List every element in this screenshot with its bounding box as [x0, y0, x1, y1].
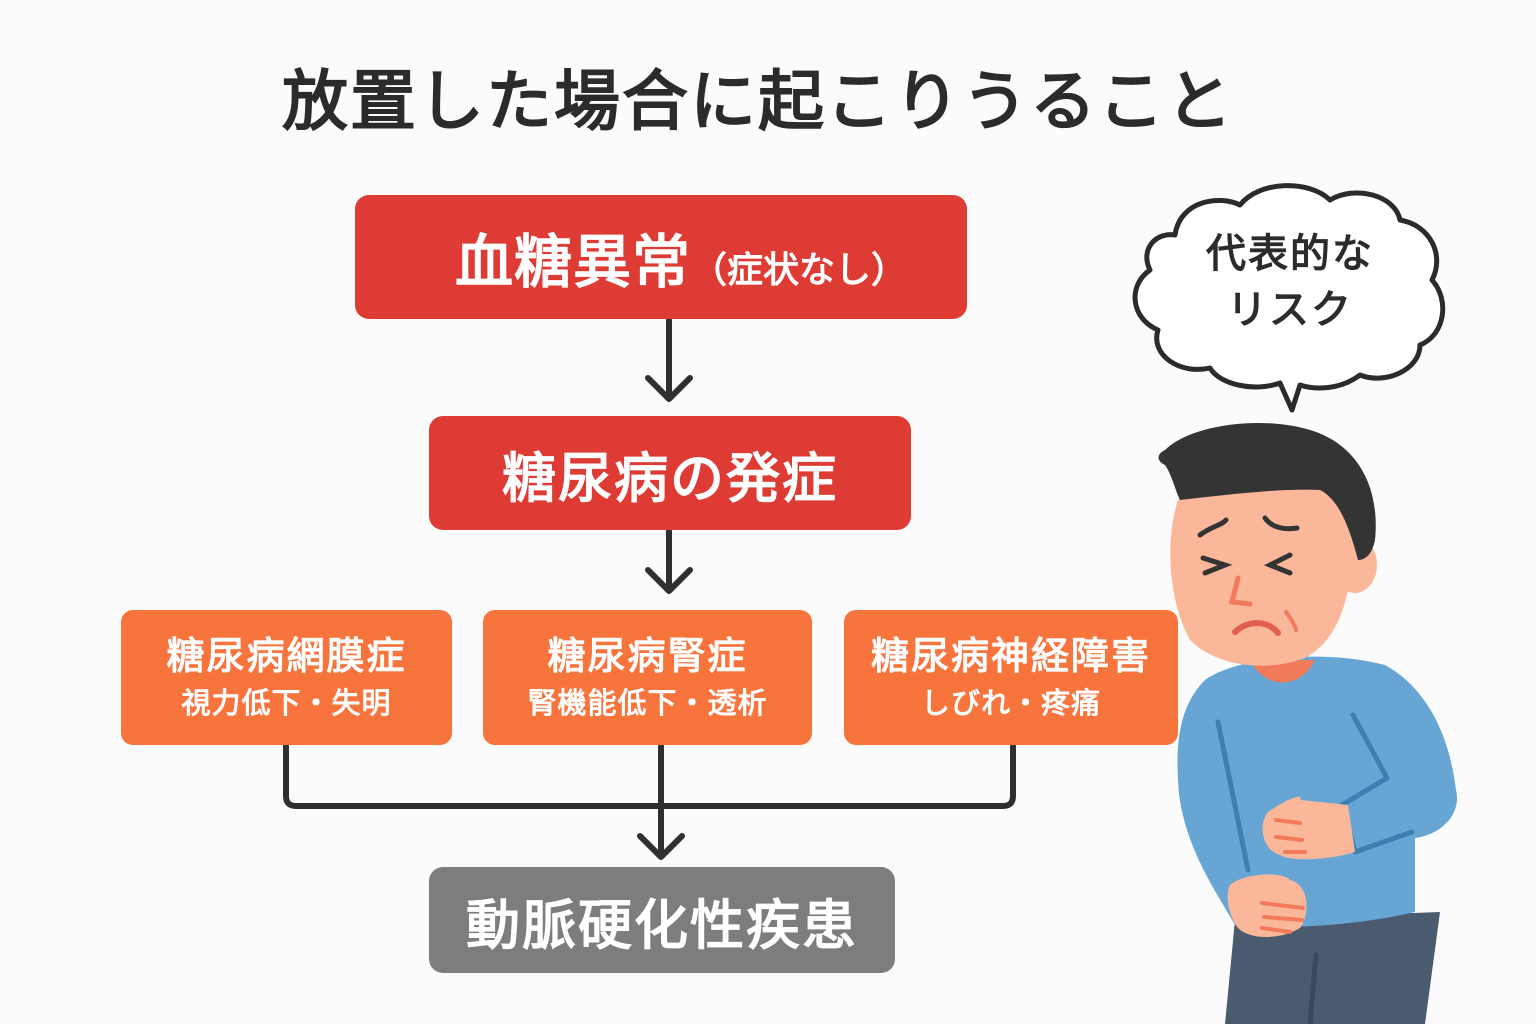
merge-connector [283, 743, 1016, 809]
diabetes-onset-box: 糖尿病の発症 [429, 416, 911, 530]
nose [1228, 575, 1253, 607]
face [1170, 481, 1352, 666]
outcome-label: 動脈硬化性疾患 [466, 893, 858, 957]
blood-sugar-abnormality-box: 血糖異常 （症状なし） [355, 195, 967, 319]
step1-sublabel: （症状なし） [691, 250, 908, 291]
speech-bubble-text: 代表的な リスク [1160, 226, 1420, 338]
man-in-pain-illustration [1158, 422, 1457, 1024]
eyebrow-right [1262, 515, 1300, 532]
atherosclerotic-disease-box: 動脈硬化性疾患 [429, 867, 895, 973]
eye-left-closed [1200, 555, 1233, 576]
page-title: 放置した場合に起こりうること [282, 63, 1234, 140]
neuropathy-box: 糖尿病神経障害 しびれ・疼痛 [844, 610, 1178, 745]
complication-desc: 腎機能低下・透析 [527, 685, 768, 720]
sweater [1177, 656, 1457, 927]
bubble-line-1: 代表的な [1206, 231, 1374, 277]
arrow-down-icon [645, 528, 693, 594]
pants [1225, 912, 1440, 1024]
retinopathy-box: 糖尿病網膜症 視力低下・失明 [121, 610, 452, 745]
eye-right-closed [1263, 552, 1293, 576]
cheek-line [1284, 610, 1298, 632]
upper-hand [1262, 796, 1355, 860]
complication-name: 糖尿病腎症 [547, 633, 748, 678]
mouth-frown [1232, 620, 1281, 636]
complication-name: 糖尿病神経障害 [870, 633, 1151, 678]
arrow-down-icon [645, 317, 693, 402]
complication-name: 糖尿病網膜症 [166, 633, 407, 678]
arrow-down-icon [637, 743, 685, 860]
step2-label: 糖尿病の発症 [502, 446, 838, 510]
complication-desc: 視力低下・失明 [181, 685, 392, 720]
complication-desc: しびれ・疼痛 [920, 685, 1101, 720]
nephropathy-box: 糖尿病腎症 腎機能低下・透析 [483, 610, 812, 745]
lower-hand [1227, 874, 1307, 937]
hair [1158, 422, 1376, 560]
bubble-line-2: リスク [1227, 287, 1353, 333]
step1-label: 血糖異常 [454, 228, 691, 296]
eyebrow-left [1197, 517, 1229, 538]
